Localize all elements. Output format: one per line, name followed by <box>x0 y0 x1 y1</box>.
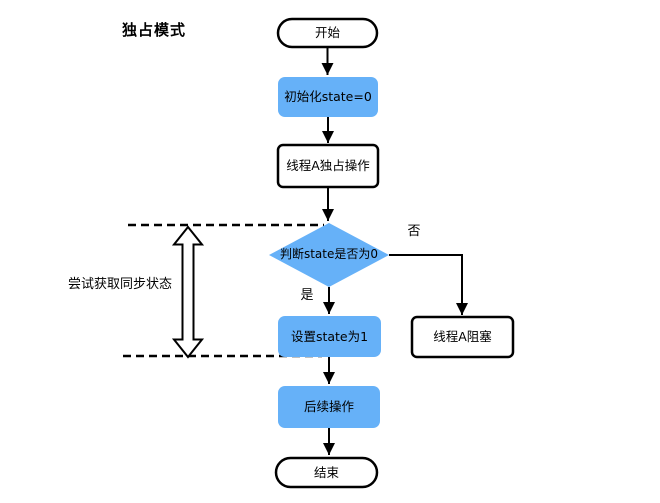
thread-a-blocked-node[interactable] <box>410 315 515 359</box>
set-state-node[interactable] <box>278 316 381 357</box>
end-node[interactable] <box>274 456 379 489</box>
thread-a-op-node[interactable] <box>276 143 380 189</box>
diagram-title: 独占模式 <box>122 20 187 39</box>
init-state-node[interactable] <box>278 77 378 117</box>
range-double-arrow <box>171 225 205 359</box>
arrow-decision-to-blocked <box>389 254 468 315</box>
start-node[interactable] <box>276 17 379 49</box>
follow-up-node[interactable] <box>278 386 380 428</box>
decision-node[interactable] <box>269 223 389 287</box>
